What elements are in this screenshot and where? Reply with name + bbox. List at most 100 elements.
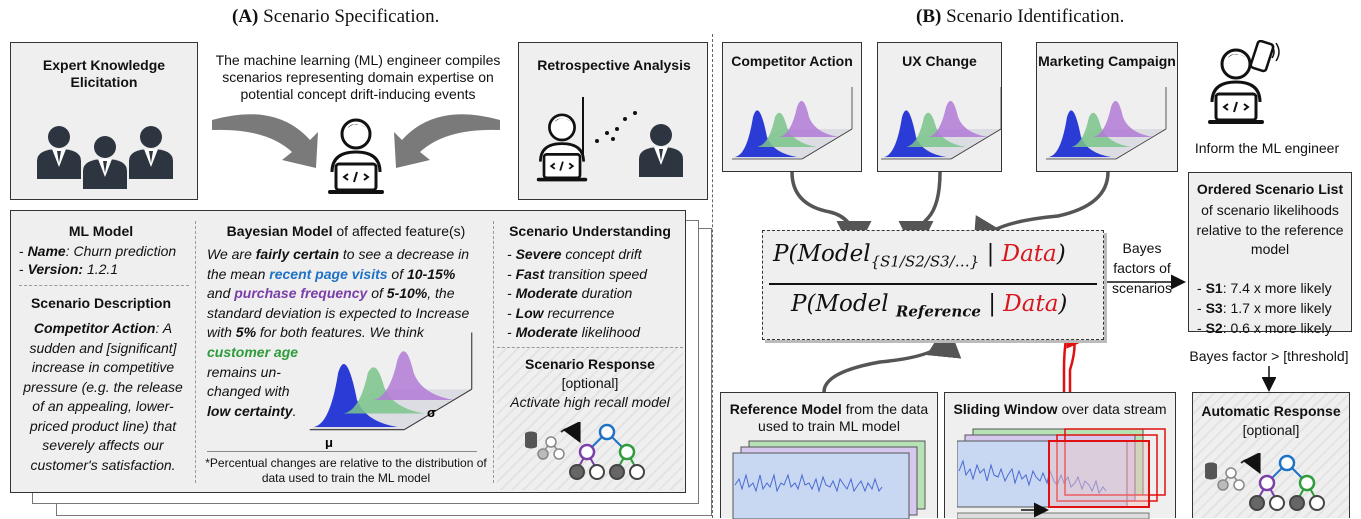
bayesian-text-4: and	[207, 285, 235, 301]
response-text: Activate high recall model	[510, 394, 670, 410]
bayesian-text-7: for both features. We think	[256, 324, 424, 340]
ml-model-name-label: Name	[27, 243, 66, 259]
section-b-title: (B) Scenario Identification.	[916, 6, 1124, 28]
ordered-item: - S1: 7.4 x more likely	[1197, 280, 1332, 296]
arrow-reference	[822, 322, 962, 393]
retrospective-icon	[535, 97, 683, 183]
formula-model: Model	[815, 291, 889, 317]
divider	[19, 285, 189, 286]
ordered-item-value: : 7.4 x more likely	[1222, 280, 1332, 296]
ordered-item-name: S3	[1205, 300, 1223, 316]
threshold-arrow	[1262, 366, 1276, 392]
formula-data: Data	[1001, 241, 1057, 267]
bayesian-text-5: of	[367, 285, 387, 301]
ordered-sub: of scenario likelihoods relative to the …	[1196, 202, 1344, 257]
understanding-level: Moderate	[515, 324, 578, 340]
understanding-item: - Low recurrence	[507, 304, 615, 321]
bayesian-heading-bold: Bayesian Model	[226, 223, 333, 239]
understanding-level: Moderate	[515, 285, 578, 301]
bayesian-low-certainty: low certainty	[207, 402, 293, 419]
ml-engineer-icon	[326, 118, 386, 196]
decision-tree-icon	[1205, 453, 1335, 515]
reference-model-box: Reference Model from the data used to tr…	[720, 392, 938, 519]
ordered-item-value: : 1.7 x more likely	[1222, 300, 1332, 316]
section-a-title-text: Scenario Specification.	[258, 6, 440, 27]
bayesian-text-2: to see a decrease in the mean	[207, 246, 470, 282]
ordered-heading: Ordered Scenario List	[1196, 181, 1344, 197]
scenario-description-text: A sudden and [significant] increase in c…	[23, 320, 183, 473]
reference-model-title: Reference Model from the data used to tr…	[721, 401, 937, 435]
bayesian-pct-3: 5%	[235, 324, 257, 340]
scenario-description-body: Competitor Action: A sudden and [signifi…	[23, 320, 183, 473]
axis-sigma: σ	[427, 405, 436, 420]
formula-p: P	[791, 291, 807, 317]
axis-mu: μ	[325, 435, 333, 449]
auto-heading: Automatic Response	[1201, 403, 1341, 419]
bayesian-text-1: We are	[207, 246, 256, 262]
bayesian-text-6: , the standard deviation is expected to …	[207, 285, 470, 340]
formula-p: P	[773, 241, 789, 267]
bayesian-text-top: We are fairly certain to see a decrease …	[207, 245, 479, 343]
understanding-aspect: concept drift	[561, 246, 642, 262]
ml-model-name-value: : Churn prediction	[65, 243, 177, 259]
understanding-item: - Moderate duration	[507, 285, 633, 301]
expert-knowledge-box: Expert Knowledge Elicitation	[10, 42, 198, 200]
ml-model-heading: ML Model	[68, 223, 134, 239]
reference-model-bold: Reference Model	[729, 401, 842, 417]
reference-model-rest: from the data used to train ML model	[758, 401, 929, 434]
scenario-box-ux: UX Change	[877, 42, 1002, 172]
formula-fraction-bar	[769, 283, 1097, 285]
engineer-figure	[212, 114, 500, 196]
threshold-label: Bayes factor > [threshold]	[1189, 348, 1349, 364]
section-b-label: (B)	[916, 6, 942, 27]
scenario-description-name: Competitor Action	[33, 320, 156, 336]
section-a-title: (A) Scenario Specification.	[232, 6, 439, 28]
bayesian-pct-2: 5-10%	[386, 285, 428, 301]
arrow-s1	[790, 171, 872, 256]
divider	[207, 451, 477, 452]
auto-optional: [optional]	[1242, 422, 1300, 438]
understanding-level: Severe	[515, 246, 562, 262]
feature-purchase-frequency: purchase frequency	[234, 285, 368, 301]
bayesian-heading-rest: of affected feature(s)	[332, 223, 466, 239]
understanding-list: - Severe concept drift- Fast transition …	[507, 245, 687, 343]
bayesian-3d-plot: μ σ	[309, 331, 473, 449]
formula-subscript: {S1/S2/S3/…}	[870, 252, 980, 271]
ordered-item-name: S1	[1205, 280, 1223, 296]
ordered-item-name: S2	[1205, 320, 1223, 336]
understanding-heading: Scenario Understanding	[509, 223, 671, 239]
sliding-window-title: Sliding Window over data stream	[945, 401, 1175, 418]
sliding-window-rest: over data stream	[1057, 401, 1167, 417]
bayesian-footnote: *Percentual changes are relative to the …	[205, 456, 487, 485]
sliding-window-box: Sliding Window over data stream	[944, 392, 1176, 519]
retrospective-box: Retrospective Analysis	[518, 42, 708, 200]
bayesian-text-8: remains un-changed with	[207, 363, 290, 400]
ordered-scenario-box: Ordered Scenario List of scenario likeli…	[1188, 172, 1352, 336]
decision-tree-icon	[525, 422, 655, 484]
reference-signal-stack	[732, 440, 926, 519]
scenario-description-heading: Scenario Description	[30, 295, 172, 311]
response-panel: Scenario Response [optional] Activate hi…	[497, 347, 683, 490]
understanding-item: - Severe concept drift	[507, 246, 642, 262]
formula-reference: Reference	[895, 302, 981, 321]
understanding-aspect: likelihood	[577, 324, 641, 340]
scenario-title: Marketing Campaign	[1038, 53, 1176, 69]
formula-data: Data	[1003, 291, 1059, 317]
response-heading: Scenario Response	[525, 356, 655, 372]
retrospective-title: Retrospective Analysis	[537, 57, 691, 73]
sliding-window-bold: Sliding Window	[953, 401, 1058, 417]
bayes-formula-box: P(Model{S1/S2/S3/…} | Data) P(Model Refe…	[762, 230, 1104, 340]
automatic-response-box: Automatic Response [optional]	[1192, 392, 1350, 518]
scenario-box-marketing: Marketing Campaign	[1036, 42, 1178, 172]
divider	[493, 221, 494, 483]
ml-model-version-value: 1.2.1	[83, 261, 119, 277]
response-optional: [optional]	[561, 375, 619, 391]
bayesian-heading: Bayesian Model of affected feature(s)	[201, 223, 491, 240]
scenario-title: UX Change	[902, 53, 977, 69]
scenario-box-competitor: Competitor Action	[722, 42, 862, 172]
formula-denominator: P(Model Reference | Data)	[791, 291, 1068, 321]
formula-model: Model	[797, 241, 871, 267]
scenario-card: ML Model - Name: Churn prediction - Vers…	[10, 210, 686, 493]
section-divider	[712, 34, 713, 518]
expert-knowledge-title: Expert Knowledge Elicitation	[42, 57, 166, 90]
